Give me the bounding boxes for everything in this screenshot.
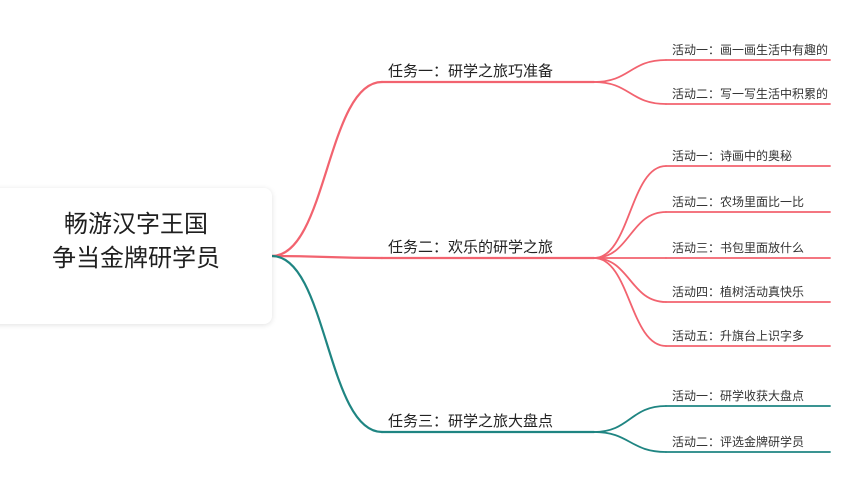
task-label-3[interactable]: 任务三：研学之旅大盘点 bbox=[388, 412, 554, 430]
root-title-line-2: 争当金牌研学员 bbox=[52, 244, 220, 272]
activity-connector bbox=[593, 59, 667, 83]
task-connector bbox=[270, 254, 384, 434]
task-connector bbox=[270, 80, 384, 258]
task-label-1[interactable]: 任务一：研学之旅巧准备 bbox=[388, 62, 554, 80]
activity-label[interactable]: 活动三：书包里面放什么 bbox=[672, 241, 805, 255]
activity-connector bbox=[593, 257, 667, 303]
activity-label[interactable]: 活动五：升旗台上识字多 bbox=[672, 329, 805, 343]
activity-connector bbox=[593, 165, 667, 259]
activity-label[interactable]: 活动二：农场里面比一比 bbox=[672, 195, 805, 209]
activity-connector bbox=[593, 257, 667, 347]
activity-label[interactable]: 活动二：写一写生活中积累的汉 bbox=[672, 87, 828, 101]
root-title: 畅游汉字王国 争当金牌研学员 bbox=[0, 207, 272, 275]
activity-label[interactable]: 活动四：植树活动真快乐 bbox=[672, 285, 805, 299]
activity-label[interactable]: 活动一：诗画中的奥秘 bbox=[672, 149, 793, 163]
activity-connector bbox=[593, 211, 667, 259]
activity-connector bbox=[593, 431, 667, 453]
task-connector bbox=[270, 254, 384, 260]
activity-label[interactable]: 活动二：评选金牌研学员 bbox=[672, 435, 805, 449]
task-label-2[interactable]: 任务二：欢乐的研学之旅 bbox=[388, 238, 554, 256]
activity-label[interactable]: 活动一：画一画生活中有趣的事 bbox=[672, 43, 828, 57]
activity-connector bbox=[593, 81, 667, 105]
activity-connector bbox=[593, 405, 667, 433]
activity-label[interactable]: 活动一：研学收获大盘点 bbox=[672, 389, 805, 403]
root-node[interactable] bbox=[0, 188, 272, 324]
root-title-line-1: 畅游汉字王国 bbox=[64, 210, 208, 238]
